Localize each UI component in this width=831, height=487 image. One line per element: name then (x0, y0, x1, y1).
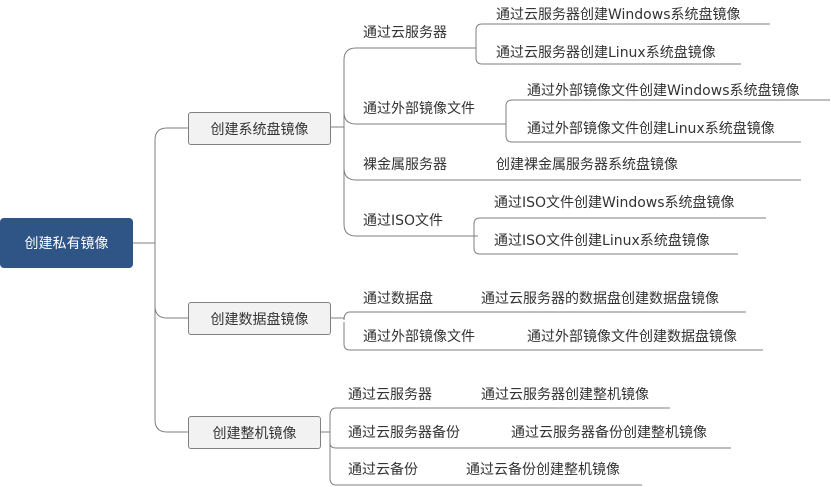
root-node[interactable]: 创建私有镜像 (0, 218, 133, 268)
connector-cloud-vertical (464, 23, 770, 65)
data-disk-create[interactable]: 通过云服务器的数据盘创建数据盘镜像 (481, 291, 719, 307)
connector-iso-vertical (464, 217, 766, 255)
connector-system-baremetal (343, 167, 801, 181)
system-via-external-image[interactable]: 通过外部镜像文件 (363, 101, 475, 117)
system-external-linux[interactable]: 通过外部镜像文件创建Linux系统盘镜像 (527, 121, 775, 137)
connector-data-disk (343, 311, 746, 321)
full-via-cloud-server[interactable]: 通过云服务器 (348, 387, 432, 403)
system-cloud-linux[interactable]: 通过云服务器创建Linux系统盘镜像 (496, 45, 716, 61)
full-via-cloud-backup[interactable]: 通过云备份 (348, 462, 418, 478)
connector-root-data (154, 305, 188, 319)
connector-full-backup (329, 442, 731, 449)
connector-system-vertical (343, 47, 478, 237)
full-server-backup-create[interactable]: 通过云服务器备份创建整机镜像 (511, 425, 707, 441)
system-iso-linux[interactable]: 通过ISO文件创建Linux系统盘镜像 (494, 233, 710, 249)
data-external-create[interactable]: 通过外部镜像文件创建数据盘镜像 (527, 329, 737, 345)
data-via-data-disk[interactable]: 通过数据盘 (363, 291, 433, 307)
connector-system-external (343, 111, 496, 125)
system-via-cloud-server[interactable]: 通过云服务器 (363, 25, 447, 41)
full-image-node[interactable]: 创建整机镜像 (188, 416, 321, 449)
full-cloud-server-create[interactable]: 通过云服务器创建整机镜像 (481, 387, 649, 403)
system-iso-windows[interactable]: 通过ISO文件创建Windows系统盘镜像 (494, 195, 735, 211)
data-disk-node[interactable]: 创建数据盘镜像 (188, 302, 331, 335)
system-cloud-windows[interactable]: 通过云服务器创建Windows系统盘镜像 (496, 7, 741, 23)
system-external-windows[interactable]: 通过外部镜像文件创建Windows系统盘镜像 (527, 83, 800, 99)
connector-root-vertical (154, 127, 188, 433)
connector-data-vertical (343, 322, 763, 351)
full-via-server-backup[interactable]: 通过云服务器备份 (348, 425, 460, 441)
system-bare-metal[interactable]: 裸金属服务器 (363, 157, 447, 173)
system-via-iso[interactable]: 通过ISO文件 (363, 213, 444, 229)
data-via-external-image[interactable]: 通过外部镜像文件 (363, 329, 475, 345)
connector-full-vertical (329, 407, 670, 486)
full-cloud-backup-create[interactable]: 通过云备份创建整机镜像 (466, 462, 620, 478)
system-disk-node[interactable]: 创建系统盘镜像 (188, 112, 331, 145)
system-bare-metal-create[interactable]: 创建裸金属服务器系统盘镜像 (496, 157, 678, 173)
connector-external-vertical (496, 99, 830, 143)
